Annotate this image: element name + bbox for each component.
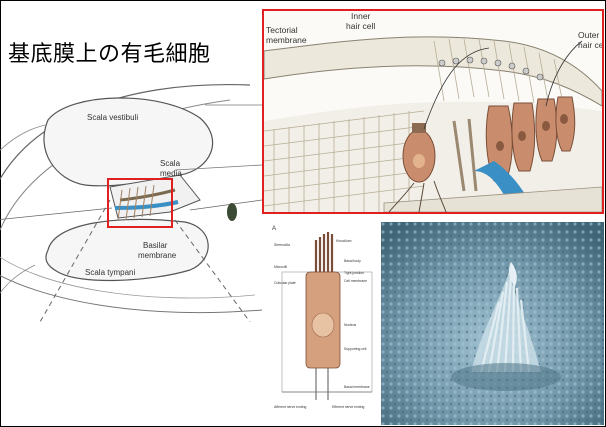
label-basal-body: Basal body xyxy=(344,259,361,263)
tectorial-membrane-label-1: Tectorial xyxy=(266,25,298,35)
outer-hair-cell-label-1: Outer xyxy=(578,30,599,40)
basilar-label-2: membrane xyxy=(138,251,177,260)
inner-hair-cell-label-1: Inner xyxy=(351,11,371,21)
outer-hair-cell-label-2: hair cell xyxy=(578,40,602,50)
cochlea-drawing: Scala vestibuli Scala media Basilar memb… xyxy=(0,60,262,322)
label-efferent: Efferent nerve ending xyxy=(332,405,364,409)
label-tight-junction: Tight junction xyxy=(344,271,364,275)
label-cell-membrane: Cell membrane xyxy=(344,279,367,283)
label-microvilli: Microvilli xyxy=(274,265,287,269)
sem-micrograph xyxy=(381,222,604,425)
hair-cell-schematic: A Stereocilia Kinocilium Microvilli Basa… xyxy=(270,220,380,420)
scala-tympani-label: Scala tympani xyxy=(85,268,135,277)
scala-vestibuli-label: Scala vestibuli xyxy=(87,113,138,122)
organ-of-corti-drawing: Inner hair cell Tectorial membrane Outer… xyxy=(264,11,602,212)
label-basal-membrane: Basal membrane xyxy=(344,385,370,389)
inner-hair-cell-label-2: hair cell xyxy=(346,21,375,31)
label-stereocilia: Stereocilia xyxy=(274,243,290,247)
label-supporting-cell: Supporting cell xyxy=(344,347,367,351)
label-nucleus: Nucleus xyxy=(344,323,357,327)
label-cuticular-plate: Cuticular plate xyxy=(274,281,296,285)
label-kinocilium: Kinocilium xyxy=(336,239,352,243)
panel-letter: A xyxy=(272,226,276,232)
sem-image xyxy=(381,222,604,425)
label-afferent: Afferent nerve ending xyxy=(274,405,306,409)
hair-cell-drawing: A Stereocilia Kinocilium Microvilli Basa… xyxy=(270,220,380,420)
cochlea-cross-section: Scala vestibuli Scala media Basilar memb… xyxy=(0,60,262,322)
scala-media-label-2: media xyxy=(160,169,182,178)
basilar-label-1: Basilar xyxy=(143,241,168,250)
scala-media-label-1: Scala xyxy=(160,159,181,168)
tectorial-membrane-label-2: membrane xyxy=(266,35,307,45)
organ-of-corti-panel: Inner hair cell Tectorial membrane Outer… xyxy=(262,9,604,214)
